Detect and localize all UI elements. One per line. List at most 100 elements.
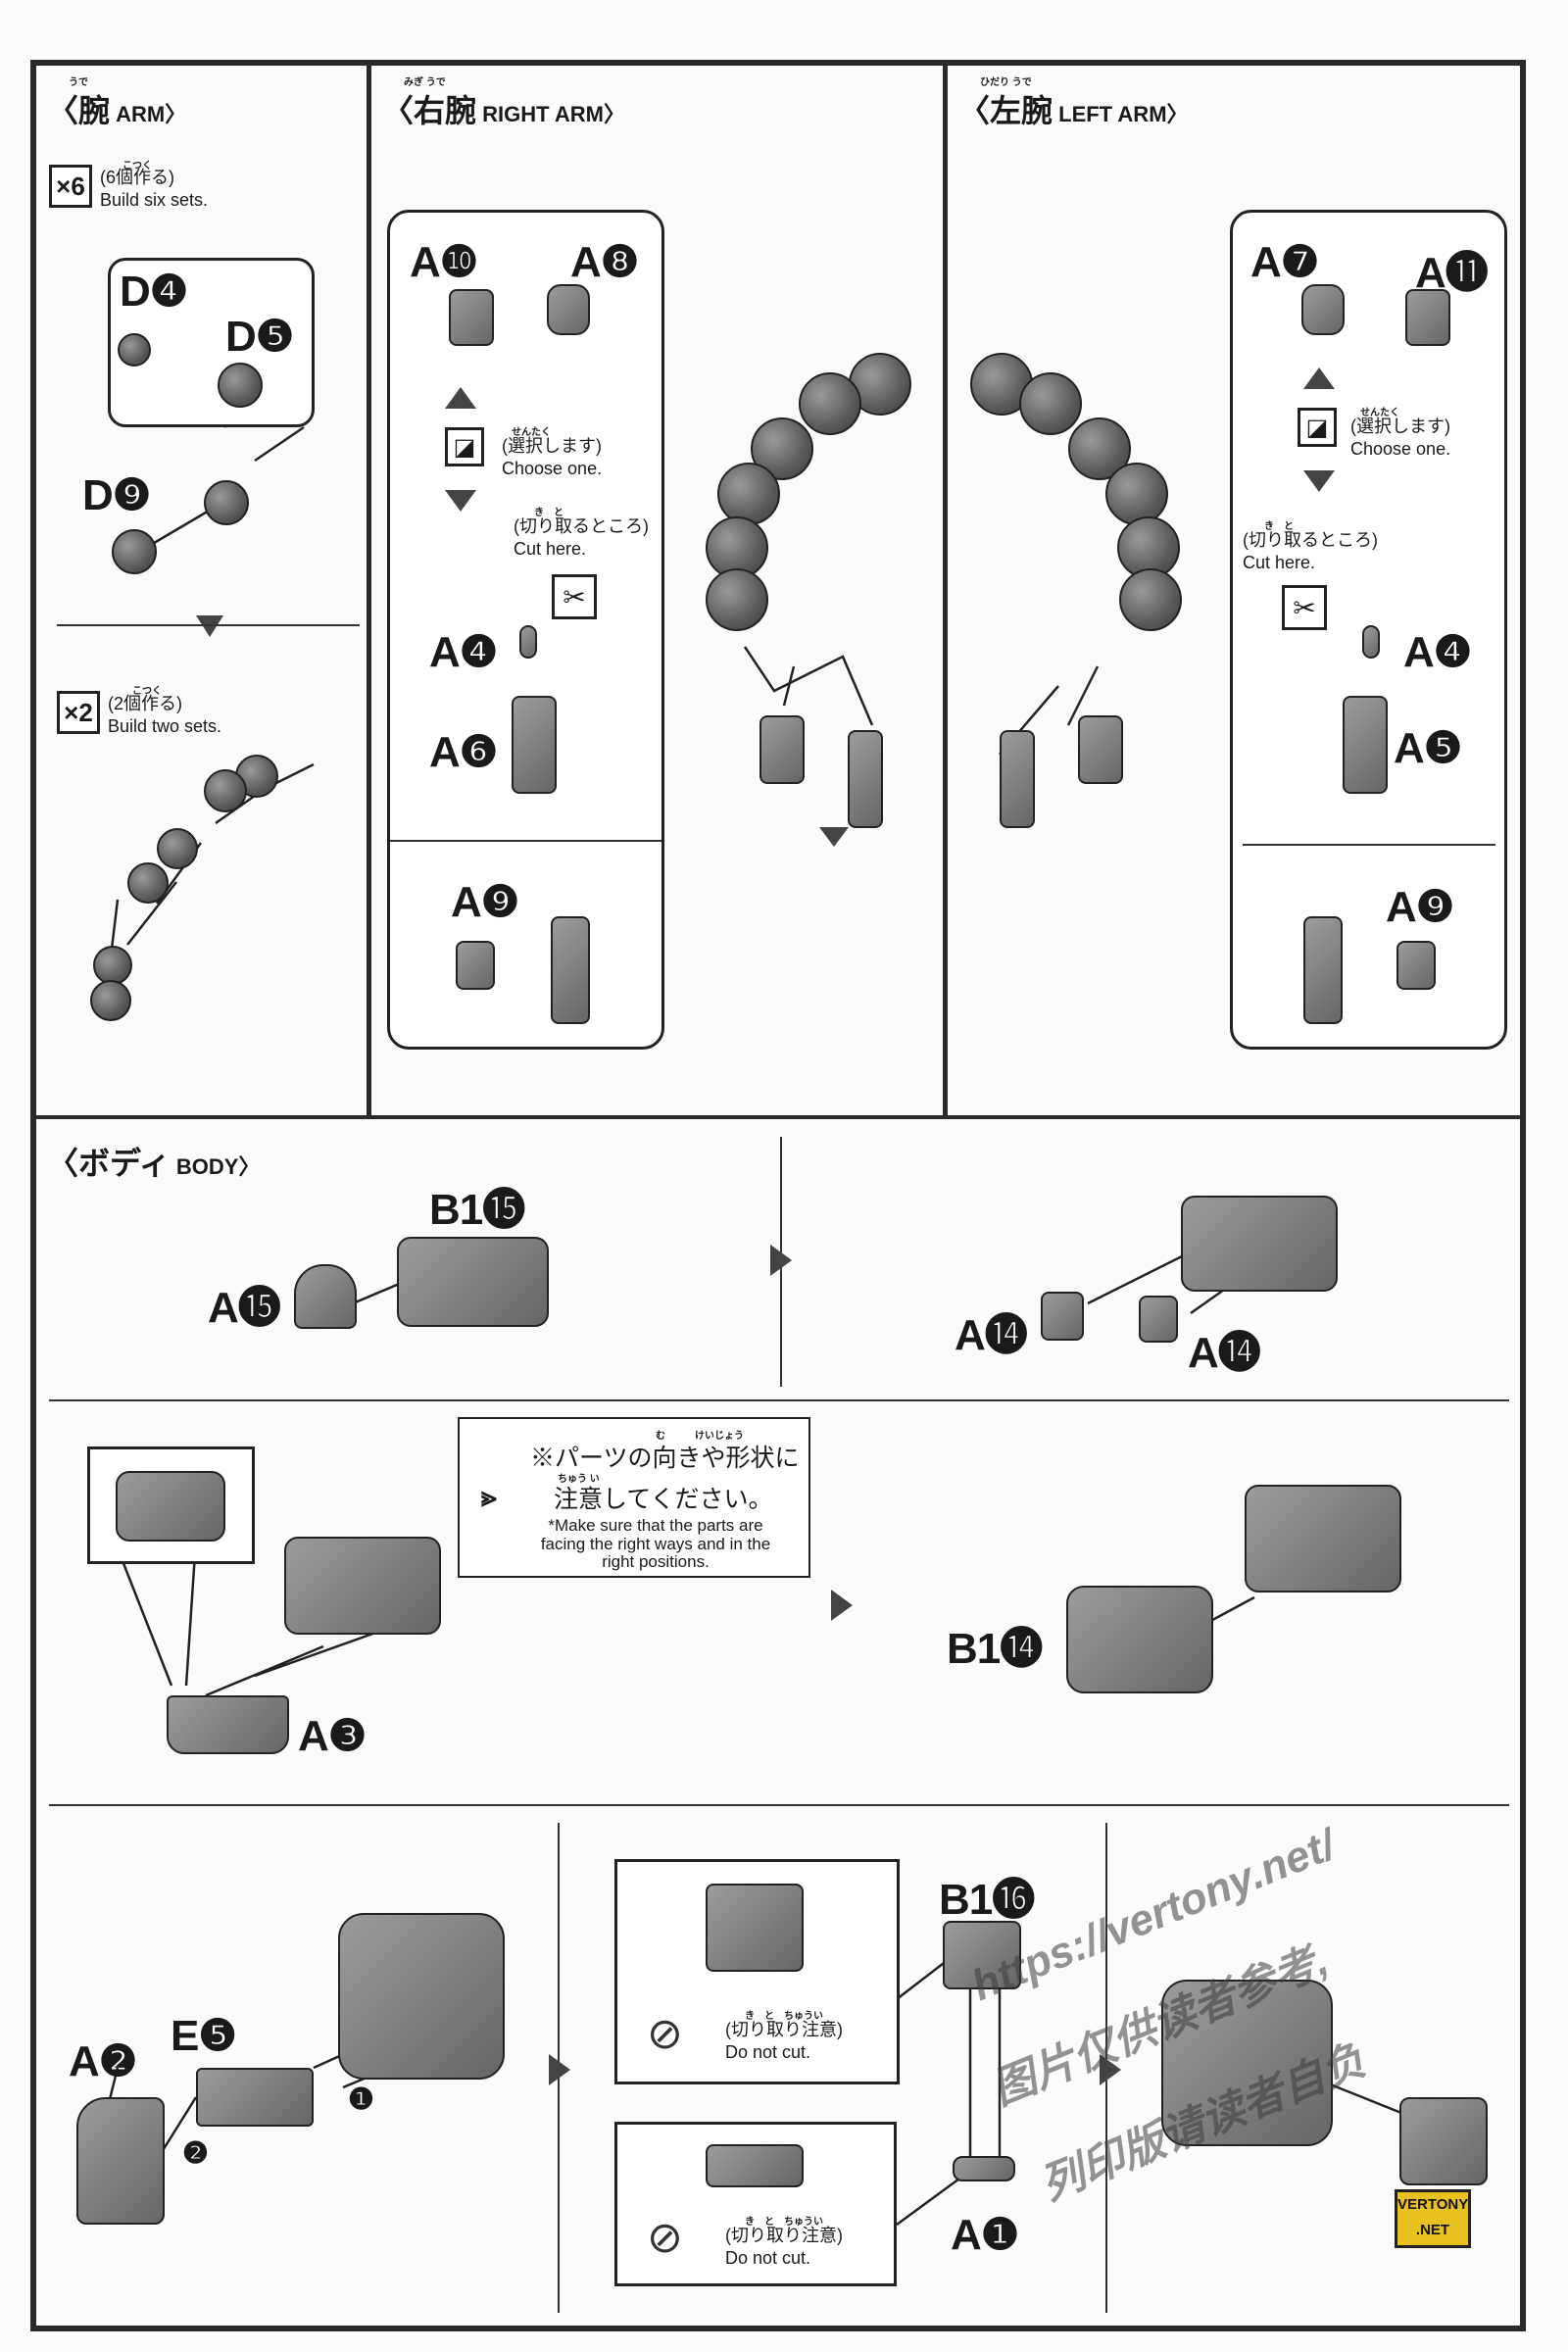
divider <box>49 1804 1509 1806</box>
hand-part <box>512 696 557 794</box>
body-part <box>167 1695 289 1754</box>
arm-bead <box>717 463 780 525</box>
times-two-badge: ×2 <box>57 691 100 734</box>
en: Choose one. <box>502 458 603 478</box>
wrist-part <box>1396 941 1436 990</box>
times-six-badge: ×6 <box>49 165 92 208</box>
part-label-a14: A⓮ <box>1188 1329 1261 1377</box>
title-jp: 〈右腕 <box>382 93 477 128</box>
no-cut-icon: ⊘ <box>647 2010 683 2058</box>
attention-icon: ⪢ <box>481 1482 497 1512</box>
arm-bead <box>157 828 198 869</box>
arm-bead <box>90 980 131 1021</box>
body-part <box>294 1264 357 1329</box>
part-label-a4: A❹ <box>429 628 498 676</box>
joint-ball-part <box>204 480 249 525</box>
hand-part <box>1405 289 1450 346</box>
en: Build six sets. <box>100 189 209 210</box>
caution-box: ⊘ き と ちゅうい (切り取り注意) Do not cut. <box>614 1859 900 2084</box>
title-en: BODY〉 <box>170 1154 261 1179</box>
right-arm-section-title: 〈右腕 RIGHT ARM〉 <box>382 86 625 131</box>
orientation-note-box: ⪢ む けいじょう ※パーツの向きや形状に ちゅう い 注意してください。 *M… <box>458 1417 810 1578</box>
part-label-d5: D❺ <box>225 313 294 361</box>
next-step-arrow-icon <box>770 1245 792 1276</box>
down-arrow-icon <box>445 490 476 512</box>
ruby: せんたく <box>512 427 551 438</box>
ruby: こつく <box>122 161 152 172</box>
body-part <box>706 2144 804 2187</box>
arm-bead <box>93 946 132 985</box>
title-ruby: うで <box>69 77 88 88</box>
jp: (切り取るところ) <box>1243 530 1378 550</box>
body-assembly-part <box>338 1913 505 2080</box>
caution-text: (切り取り注意)Do not cut. <box>725 2225 843 2269</box>
jp: (選択します) <box>1350 416 1450 436</box>
title-jp: 〈腕 <box>47 93 111 128</box>
nipper-cut-icon: ✂ <box>552 574 597 619</box>
title-ruby: みぎ うで <box>404 77 446 88</box>
divider <box>367 60 371 1118</box>
joint-ball-part <box>112 529 157 574</box>
caution-box: ⊘ き と ちゅうい (切り取り注意)Do not cut. <box>614 2122 897 2286</box>
hand-part <box>760 715 805 784</box>
part-label-b1-14: B1⓮ <box>947 1625 1043 1673</box>
hand-part <box>1343 696 1388 794</box>
jp: (切り取り注意) <box>725 2020 843 2039</box>
part-label-a4: A❹ <box>1403 628 1472 676</box>
next-step-arrow-icon <box>831 1590 853 1621</box>
body-frame-part <box>284 1537 441 1635</box>
choose-one-icon: ◪ <box>1298 408 1337 447</box>
body-frame-part <box>1245 1485 1401 1592</box>
note-en: *Make sure that the parts are facing the… <box>540 1516 771 1572</box>
body-section-title: 〈ボディ BODY〉 <box>47 1139 260 1184</box>
title-en: LEFT ARM〉 <box>1053 102 1189 126</box>
ruby: き と ちゅうい <box>745 2011 823 2022</box>
part-label-a6: A❻ <box>429 728 498 776</box>
hand-part <box>547 284 590 335</box>
body-part <box>76 2097 165 2225</box>
up-arrow-icon <box>1303 368 1335 389</box>
hand-part <box>1301 284 1345 335</box>
en: Build two sets. <box>108 715 222 736</box>
part-label-a10: A❿ <box>410 238 478 286</box>
part-label-d4: D❹ <box>120 268 188 316</box>
note-jp: ※パーツの向きや形状に <box>530 1445 800 1472</box>
body-part <box>116 1471 225 1542</box>
joint-ball-part <box>218 363 263 408</box>
en: Cut here. <box>514 538 587 559</box>
arm-bead <box>1119 568 1182 631</box>
part-label-a3: A❸ <box>298 1712 367 1760</box>
body-frame-part <box>1181 1196 1338 1292</box>
page-frame <box>30 60 1526 2331</box>
joint-ball-part <box>118 333 151 367</box>
body-cover-part <box>1066 1586 1213 1693</box>
build-count-text: (2個作る)Build two sets. <box>108 693 221 737</box>
down-arrow-icon <box>1303 470 1335 492</box>
arm-section-title: 〈腕 ARM〉 <box>47 86 186 131</box>
hand-part <box>449 289 494 346</box>
en: Do not cut. <box>725 2247 811 2268</box>
title-en: RIGHT ARM〉 <box>476 102 625 126</box>
hand-part <box>551 916 590 1024</box>
divider <box>57 624 360 626</box>
body-assembly-part <box>1161 1980 1333 2146</box>
part-label-a1: A❶ <box>951 2211 1019 2259</box>
cut-here-text: (切り取るところ)Cut here. <box>514 515 649 560</box>
no-cut-icon: ⊘ <box>647 2214 683 2262</box>
divider <box>943 60 948 1118</box>
body-part <box>196 2068 314 2127</box>
ruby: き と ちゅうい <box>745 2217 823 2228</box>
next-step-arrow-icon <box>1100 2054 1121 2085</box>
finger-part <box>519 625 537 659</box>
title-jp: 〈左腕 <box>958 93 1054 128</box>
ruby: こつく <box>132 686 162 697</box>
body-part <box>1041 1292 1084 1341</box>
jp: (切り取るところ) <box>514 516 649 536</box>
wrist-part <box>456 941 495 990</box>
up-arrow-icon <box>445 387 476 409</box>
part-label-a9: A❾ <box>1386 883 1454 931</box>
finger-part <box>1362 625 1380 659</box>
body-part <box>953 2156 1015 2181</box>
en: Do not cut. <box>725 2041 811 2062</box>
caution-text: (切り取り注意) Do not cut. <box>725 2019 843 2063</box>
